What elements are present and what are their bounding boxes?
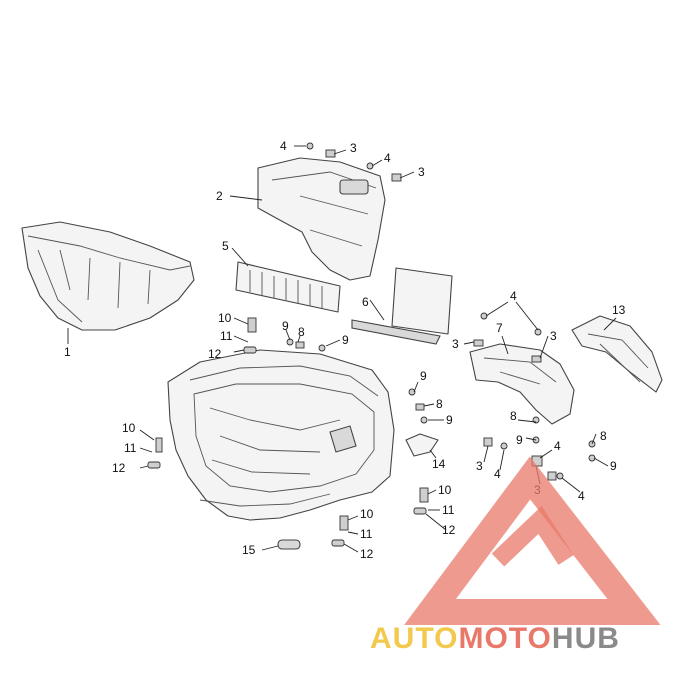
watermark-word-hub: HUB xyxy=(552,622,620,655)
callout-3e: 3 xyxy=(476,459,483,473)
callout-9e: 9 xyxy=(516,433,523,447)
callout-3c: 3 xyxy=(452,337,459,351)
part-6-plate xyxy=(351,267,453,345)
part-15-pad xyxy=(277,539,301,550)
callout-14: 14 xyxy=(432,457,446,471)
callout-10b: 10 xyxy=(122,421,136,435)
callout-2: 2 xyxy=(216,189,223,203)
callout-labels: 1 2 4 3 4 3 5 6 4 3 7 13 3 10 11 12 9 8 … xyxy=(64,139,626,561)
callout-12c: 12 xyxy=(442,523,456,537)
callout-4d: 4 xyxy=(494,467,501,481)
callout-4a: 4 xyxy=(280,139,287,153)
callout-8b: 8 xyxy=(436,397,443,411)
callout-4e: 4 xyxy=(554,439,561,453)
callout-9c: 9 xyxy=(420,369,427,383)
callout-8c: 8 xyxy=(510,409,517,423)
svg-text:AUTOMOTOHUB: AUTOMOTOHUB xyxy=(370,622,620,655)
callout-9a: 9 xyxy=(282,319,289,333)
callout-1: 1 xyxy=(64,345,71,359)
callout-13: 13 xyxy=(612,303,626,317)
part-2-upper-panel xyxy=(257,157,386,281)
part-1-front-cover xyxy=(21,221,195,331)
watermark-word-auto: AUTO xyxy=(370,622,458,655)
watermark-triangle-icon xyxy=(404,456,661,625)
callout-5: 5 xyxy=(222,239,229,253)
callout-3d: 3 xyxy=(550,329,557,343)
part-7-side-bracket xyxy=(469,343,575,425)
callout-10d: 10 xyxy=(360,507,374,521)
callout-11b: 11 xyxy=(124,441,137,455)
callout-10c: 10 xyxy=(438,483,452,497)
callout-7: 7 xyxy=(496,321,503,335)
callout-3a: 3 xyxy=(350,141,357,155)
callout-11c: 11 xyxy=(442,503,455,517)
callout-15: 15 xyxy=(242,543,256,557)
callout-12a: 12 xyxy=(208,347,222,361)
callout-3b: 3 xyxy=(418,165,425,179)
part-13-right-cover xyxy=(571,315,663,393)
watermark-inner-arrow-icon xyxy=(491,506,574,567)
callout-8d: 8 xyxy=(600,429,607,443)
callout-6: 6 xyxy=(362,295,369,309)
callout-4b: 4 xyxy=(384,151,391,165)
leader-lines xyxy=(67,145,617,553)
callout-9f: 9 xyxy=(610,459,617,473)
automotohub-watermark: AUTOMOTOHUB xyxy=(370,456,661,655)
callout-11a: 11 xyxy=(220,329,233,343)
callout-12b: 12 xyxy=(112,461,126,475)
callout-11d: 11 xyxy=(360,527,373,541)
callout-9d: 9 xyxy=(446,413,453,427)
part-14-clip xyxy=(405,433,439,457)
part-5-grille xyxy=(235,261,341,313)
callout-10a: 10 xyxy=(218,311,232,325)
watermark-word-moto: MOTO xyxy=(458,622,551,655)
callout-9b: 9 xyxy=(342,333,349,347)
callout-8a: 8 xyxy=(298,325,305,339)
callout-4c: 4 xyxy=(510,289,517,303)
callout-12d: 12 xyxy=(360,547,374,561)
callout-4f: 4 xyxy=(578,489,585,503)
main-storage-tub xyxy=(167,349,395,521)
